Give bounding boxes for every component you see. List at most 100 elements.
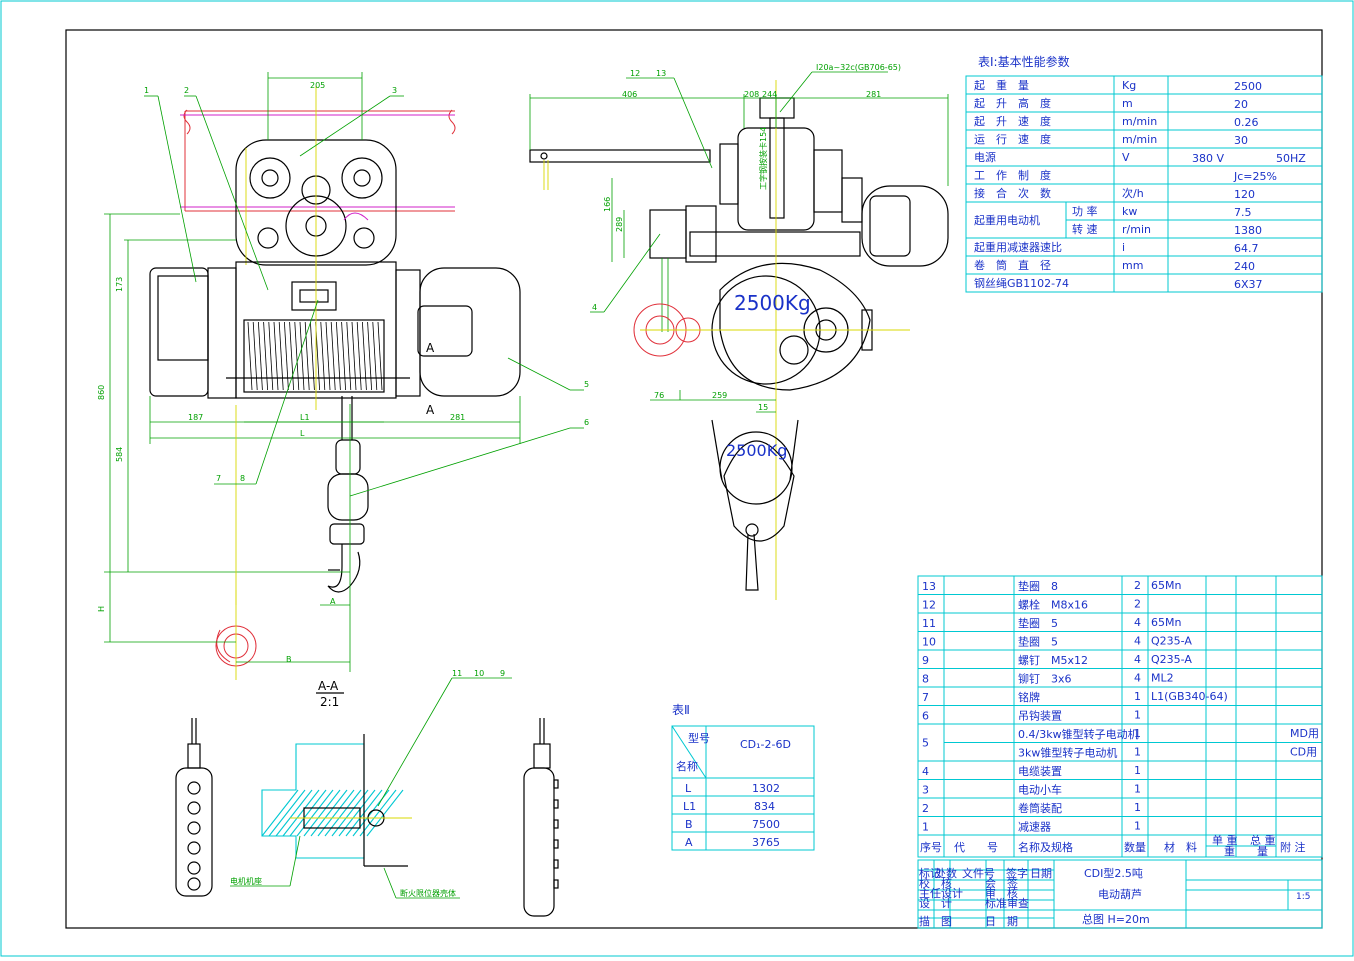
part-number: 5 [922, 737, 929, 750]
callout-12: 12 [630, 69, 640, 78]
part-number: 10 [922, 636, 936, 649]
part-name: 3kw锥型转子电动机 [1018, 746, 1117, 760]
dim-173: 173 [115, 277, 124, 292]
title-block-label: 标准审查 [985, 896, 1029, 910]
part-number: 7 [922, 691, 929, 704]
part-qty: 1 [1134, 727, 1141, 740]
parts-header-code: 代 号 [954, 841, 998, 854]
callout-2: 2 [184, 86, 189, 95]
title-block-label: 审 核 [985, 886, 1018, 900]
dim-15: 15 [758, 403, 768, 412]
table2-row-name: A [685, 836, 693, 849]
table1-value: 240 [1234, 260, 1255, 273]
part-qty: 1 [1134, 801, 1141, 814]
dim-187: 187 [188, 413, 203, 422]
table1-param-name: 接 合 次 数 [974, 186, 1051, 200]
front-view-dimensions: 205 173 860 584 187 281 L1 L H A B A A [97, 72, 521, 672]
table1-unit: m [1122, 97, 1133, 110]
part-qty: 4 [1134, 653, 1141, 666]
table1-value: 6X37 [1234, 278, 1263, 291]
dim-281b: 281 [866, 90, 881, 99]
table1-value: 7.5 [1234, 206, 1252, 219]
part-qty: 4 [1134, 672, 1141, 685]
part-material: ML2 [1151, 672, 1174, 685]
part-qty: 1 [1134, 764, 1141, 777]
part-qty: 4 [1134, 616, 1141, 629]
section-mark-A-lower: A [426, 403, 435, 417]
table2-row-value: 3765 [752, 836, 780, 849]
table2-row-name: B [685, 818, 693, 831]
section-mark-A-upper: A [426, 341, 435, 355]
part-note: CD用 [1290, 746, 1317, 759]
table1-value: 120 [1234, 188, 1255, 201]
part-name: 垫圈 5 [1018, 616, 1058, 630]
part-material: 65Mn [1151, 579, 1181, 592]
table2-header-model: 型号 [688, 731, 710, 745]
dim-B: B [286, 655, 292, 664]
table1-title: 表Ⅰ:基本性能参数 [978, 54, 1070, 69]
part-name: 电动小车 [1018, 783, 1062, 797]
callout-1: 1 [144, 86, 149, 95]
callout-9: 9 [500, 669, 505, 678]
parts-header-total-weight: 总 重 [1250, 833, 1276, 847]
callout-3: 3 [392, 86, 397, 95]
callout-11: 11 [452, 669, 462, 678]
label-fire-limit: 断火限位器壳体 [400, 888, 456, 898]
callout-8: 8 [240, 474, 245, 483]
table2-model: CD₁-2-6D [740, 738, 791, 751]
load-label-main: 2500Kg [734, 291, 811, 315]
dim-L: L [300, 429, 305, 438]
dim-406: 406 [622, 90, 637, 99]
parts-header-note: 附 注 [1280, 840, 1306, 854]
title-block-label: 日期 [1030, 867, 1052, 880]
front-callouts: 1 2 3 5 6 7 8 [144, 86, 589, 497]
dim-76: 76 [654, 391, 664, 400]
rail-note: I20a~32c(GB706-65) [816, 63, 901, 72]
callout-13: 13 [656, 69, 666, 78]
dim-208: 208 [744, 90, 759, 99]
part-qty: 4 [1134, 635, 1141, 648]
part-material: Q235-A [1151, 653, 1192, 666]
rope-drum-coils [247, 321, 383, 391]
table2-header-name: 名称 [676, 759, 698, 773]
table1-value: Jc=25% [1233, 170, 1277, 183]
table1-param-name: 起重用电动机 [974, 213, 1040, 227]
title-block-label: 会 签 [985, 876, 1018, 890]
part-name: 螺栓 M8x16 [1018, 598, 1088, 612]
part-name: 垫圈 8 [1018, 579, 1058, 593]
table1-value: 64.7 [1234, 242, 1259, 255]
part-name: 卷筒装配 [1018, 801, 1062, 815]
part-qty: 1 [1134, 746, 1141, 759]
side-view: 2500Kg 2500Kg [529, 80, 949, 600]
front-view [149, 109, 521, 680]
table2-row-value: 834 [754, 800, 775, 813]
table1-value: 30 [1234, 134, 1248, 147]
part-number: 4 [922, 765, 929, 778]
dim-H: H [97, 606, 106, 612]
table1-unit: i [1122, 241, 1125, 254]
dim-259: 259 [712, 391, 727, 400]
table1-unit: m/min [1122, 133, 1157, 146]
title-line-3: 总图 H=20m [1082, 912, 1150, 926]
dim-244: 244 [762, 90, 777, 99]
table1-value: 2500 [1234, 80, 1262, 93]
table1-value: 20 [1234, 98, 1248, 111]
title-block-label: 校 核 [919, 876, 952, 890]
callout-6: 6 [584, 418, 589, 427]
title-block: 标记处数文件号签字日期设 计标准审查校 核会 签主任设计审 核描 图日 期 CD… [917, 859, 1323, 929]
part-qty: 2 [1134, 579, 1141, 592]
pendant-front [175, 718, 213, 897]
title-block-label: 描 图 [919, 914, 952, 928]
part-qty: 1 [1134, 690, 1141, 703]
section-scale: 2:1 [320, 695, 339, 709]
parts-header-weight: 重 量 [1224, 844, 1268, 858]
part-number: 11 [922, 617, 936, 630]
table1-unit: Kg [1122, 79, 1136, 92]
dim-281: 281 [450, 413, 465, 422]
part-number: 3 [922, 784, 929, 797]
callout-10: 10 [474, 669, 484, 678]
part-number: 13 [922, 580, 936, 593]
parts-header-unit-weight: 单 重 [1212, 833, 1238, 847]
